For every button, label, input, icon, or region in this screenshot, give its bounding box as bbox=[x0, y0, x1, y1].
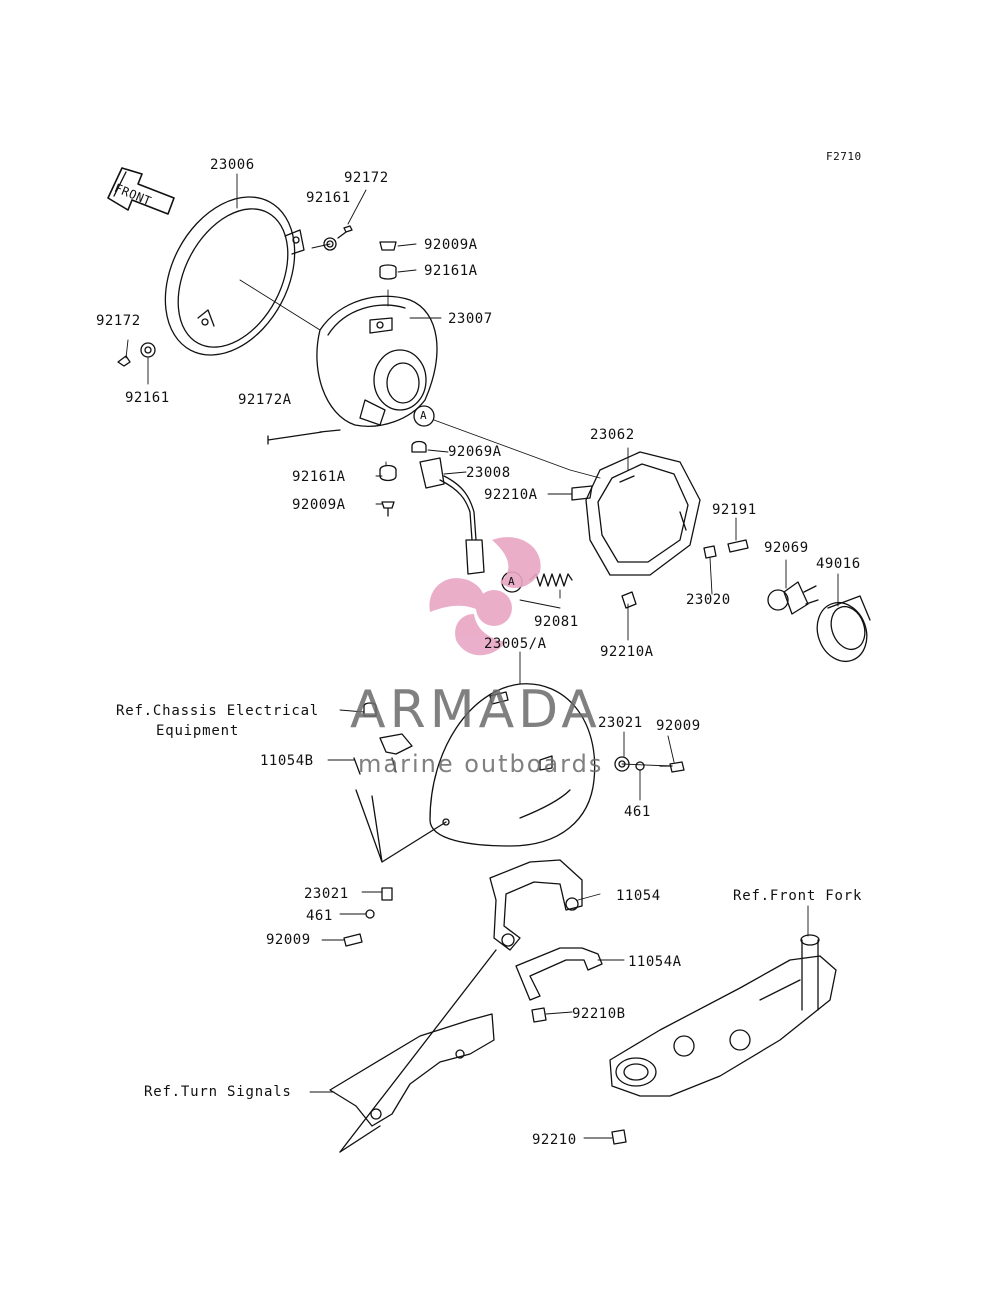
part-label-92009a-top: 92009A bbox=[424, 237, 478, 253]
callout-a-bottom: A bbox=[508, 575, 516, 588]
part-label-11054b: 11054B bbox=[260, 753, 314, 769]
part-label-23006: 23006 bbox=[210, 157, 255, 173]
bulb-cover bbox=[816, 595, 871, 663]
part-label-92172a: 92172A bbox=[238, 392, 292, 408]
socket-wire bbox=[419, 457, 485, 575]
ref-chassis-electrical: Ref.Chassis Electrical bbox=[116, 703, 320, 719]
nut-92210b bbox=[531, 1007, 547, 1023]
ref-chassis-equipment: Equipment bbox=[156, 723, 240, 739]
part-label-23020: 23020 bbox=[686, 592, 731, 608]
part-label-11054: 11054 bbox=[616, 888, 661, 904]
watermark-tagline: marine outboards bbox=[358, 750, 604, 778]
part-label-92009-left: 92009 bbox=[266, 932, 311, 948]
part-label-23021-right: 23021 bbox=[598, 715, 643, 731]
part-label-92009a-bottom: 92009A bbox=[292, 497, 346, 513]
part-label-92210b: 92210B bbox=[572, 1006, 626, 1022]
part-label-92191: 92191 bbox=[712, 502, 757, 518]
watermark-brand: ARMADA bbox=[350, 680, 601, 740]
part-label-23008: 23008 bbox=[466, 465, 511, 481]
ref-front-fork: Ref.Front Fork bbox=[733, 888, 863, 904]
part-label-92210: 92210 bbox=[532, 1132, 577, 1148]
part-label-92210a-top: 92210A bbox=[484, 487, 538, 503]
part-label-23021-left: 23021 bbox=[304, 886, 349, 902]
part-label-23005a: 23005/A bbox=[484, 636, 547, 652]
headlight-shell bbox=[429, 683, 596, 847]
part-label-92161a-top: 92161A bbox=[424, 263, 478, 279]
part-label-49016: 49016 bbox=[816, 556, 861, 572]
callout-a-top: A bbox=[420, 409, 428, 422]
part-label-92009-right: 92009 bbox=[656, 718, 701, 734]
spring bbox=[529, 573, 573, 587]
plate-92210a-bottom bbox=[621, 591, 637, 609]
armada-logo-icon bbox=[429, 537, 541, 656]
nut-23020 bbox=[703, 545, 717, 559]
bracket-11054b bbox=[353, 702, 413, 775]
pin-92191 bbox=[727, 539, 749, 553]
part-label-92172-left: 92172 bbox=[96, 313, 141, 329]
turn-signal-bracket bbox=[329, 949, 497, 1153]
front-arrow-icon bbox=[107, 167, 175, 215]
bulb bbox=[767, 581, 819, 615]
part-label-92161-top: 92161 bbox=[306, 190, 351, 206]
headlight-rim bbox=[164, 196, 305, 356]
part-label-461-left: 461 bbox=[306, 908, 333, 924]
leader-lines-11054b bbox=[355, 789, 447, 863]
part-label-23007: 23007 bbox=[448, 311, 493, 327]
part-label-461-right: 461 bbox=[624, 804, 651, 820]
plate-92210a-top bbox=[571, 485, 593, 501]
leader-lines bbox=[125, 173, 839, 1139]
headlight-housing bbox=[316, 295, 438, 427]
ref-turn-signals: Ref.Turn Signals bbox=[144, 1084, 292, 1100]
part-label-92069: 92069 bbox=[764, 540, 809, 556]
front-fork-clamp bbox=[609, 934, 837, 1097]
fasteners-lower bbox=[379, 440, 427, 517]
part-label-11054a: 11054A bbox=[628, 954, 682, 970]
figure-code: F2710 bbox=[826, 150, 862, 163]
part-label-23062: 23062 bbox=[590, 427, 635, 443]
part-label-92161a-bottom: 92161A bbox=[292, 469, 346, 485]
callout-a-circle-top bbox=[413, 405, 435, 427]
bolt-92172a bbox=[267, 429, 341, 445]
part-label-92210a-bottom: 92210A bbox=[600, 644, 654, 660]
part-label-92172-top: 92172 bbox=[344, 170, 389, 186]
bracket-11054a bbox=[515, 947, 603, 1001]
bracket-11054 bbox=[489, 859, 583, 951]
light-frame bbox=[585, 451, 701, 576]
part-label-92161-left: 92161 bbox=[125, 390, 170, 406]
fasteners-lower-left bbox=[343, 887, 393, 947]
fasteners-top bbox=[117, 225, 397, 367]
part-label-92081: 92081 bbox=[534, 614, 579, 630]
part-label-92069a: 92069A bbox=[448, 444, 502, 460]
nut-92210 bbox=[611, 1129, 627, 1145]
